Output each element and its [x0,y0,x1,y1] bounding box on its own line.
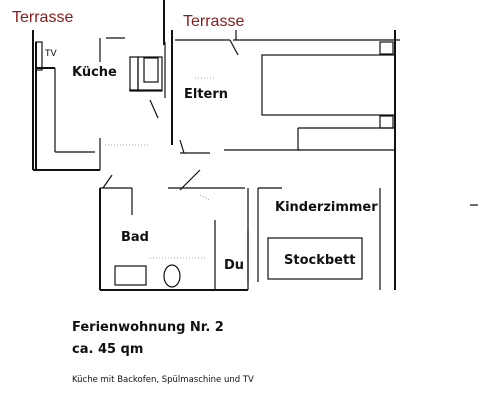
bunk-bed-label: Stockbett [284,253,355,268]
bathroom-fixtures [114,264,181,288]
central-walls [163,0,239,145]
parents-room-label: Eltern [184,87,228,102]
apartment-size: ca. 45 qm [72,342,143,357]
kitchen-appliances [129,56,163,119]
kitchen-walls [32,30,150,171]
kids-room-label: Kinderzimmer [275,200,378,215]
apartment-title: Ferienwohnung Nr. 2 [72,320,224,335]
kitchen-label: Küche [72,65,117,80]
bunk-bed [267,237,363,280]
terrace-right-label: Terrasse [183,13,244,30]
apartment-note: Küche mit Backofen, Spülmaschine und TV [72,375,254,385]
bathroom-label: Bad [121,230,149,245]
tv-label: TV [44,49,57,59]
terrace-left-label: Terrasse [12,9,73,26]
lower-walls [99,169,478,291]
parents-bed [179,30,400,290]
shower-label: Du [224,258,244,273]
